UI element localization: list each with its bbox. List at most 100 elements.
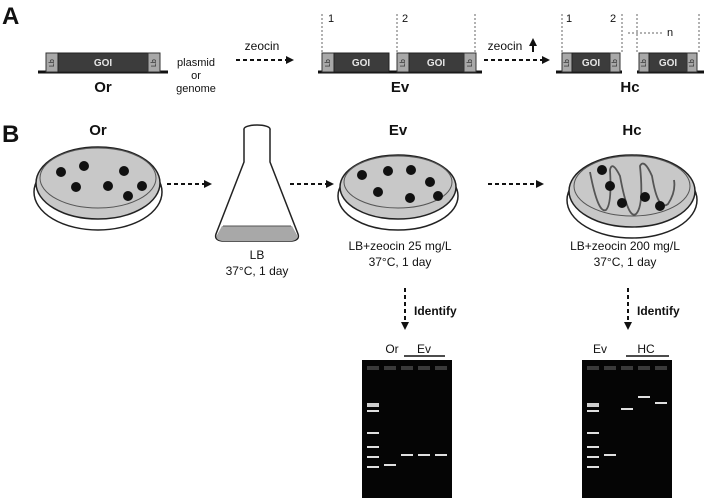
plasmid-text: plasmid [177, 57, 215, 69]
gel-band [367, 446, 379, 448]
gel-band [367, 432, 379, 434]
gel-band [384, 366, 396, 370]
ev-condition: 37°C, 1 day [369, 255, 432, 269]
colony-dot [617, 198, 627, 208]
ev-dish-label: Ev [389, 122, 408, 139]
gel-band [638, 366, 650, 370]
gel1-lane-label-ev: Ev [417, 342, 431, 356]
gel-band [587, 366, 599, 370]
gel-band [401, 454, 413, 456]
colony-dot [640, 192, 650, 202]
flask-medium: LB [250, 248, 265, 262]
gel-band [435, 454, 447, 456]
flank-label: Lb [49, 59, 56, 67]
gel-band [587, 432, 599, 434]
colony-dot [103, 181, 113, 191]
hc-label-a: Hc [620, 79, 639, 96]
copy-marker-2: 2 [610, 13, 616, 25]
gel2-lane-label-ev: Ev [593, 342, 607, 356]
colonies-or [56, 161, 147, 201]
genome-text: genome [176, 83, 216, 95]
colony-dot [433, 191, 443, 201]
flank-label: Lb [564, 59, 571, 67]
colony-dot [405, 193, 415, 203]
colony-dot [605, 181, 615, 191]
colony-dot [425, 177, 435, 187]
identify-label-ev: Identify [414, 304, 457, 318]
colony-dot [71, 182, 81, 192]
zeocin-up-label: zeocin [488, 39, 523, 53]
gel-band [384, 464, 396, 466]
colony-dot [79, 161, 89, 171]
gel-band [367, 366, 379, 370]
colonies-hc [597, 165, 665, 211]
gel-band [367, 466, 379, 468]
colony-dot [373, 187, 383, 197]
gel-band [621, 408, 633, 410]
colony-dot [383, 166, 393, 176]
colony-dot [357, 170, 367, 180]
flank-label: Lb [325, 59, 332, 67]
zeocin-label: zeocin [245, 39, 280, 53]
hc-condition: 37°C, 1 day [594, 255, 657, 269]
colony-dot [597, 165, 607, 175]
colony-dot [406, 165, 416, 175]
gel-band [367, 456, 379, 458]
flank-label: Lb [612, 59, 619, 67]
ev-construct: 1 2 Lb GOI Lb GOI Lb [318, 13, 482, 74]
or-text: or [191, 70, 201, 82]
colony-dot [655, 201, 665, 211]
goi-label: GOI [427, 58, 446, 69]
flank-label: Lb [151, 59, 158, 67]
copy-marker-1: 1 [566, 13, 572, 25]
flank-label: Lb [689, 59, 696, 67]
copy-marker-2: 2 [402, 13, 408, 25]
copy-marker-1: 1 [328, 13, 334, 25]
gel-band [401, 366, 413, 370]
goi-label: GOI [352, 58, 371, 69]
colony-dot [119, 166, 129, 176]
gel-2 [582, 360, 672, 498]
ev-label-a: Ev [391, 79, 410, 96]
copy-marker-n: n [667, 27, 673, 39]
petri-dish-hc [566, 154, 698, 239]
gel-band [418, 366, 430, 370]
ev-medium: LB+zeocin 25 mg/L [348, 239, 451, 253]
hc-medium: LB+zeocin 200 mg/L [570, 239, 680, 253]
gel-band [655, 366, 667, 370]
gel-band [587, 403, 599, 407]
gel-band [418, 454, 430, 456]
flask-condition: 37°C, 1 day [226, 264, 289, 278]
flank-label: Lb [467, 59, 474, 67]
gel-2-bands [587, 366, 667, 468]
colonies-ev [357, 165, 443, 203]
gel-band [655, 402, 667, 404]
gel-band [638, 396, 650, 398]
gel-band [435, 366, 447, 370]
or-label: Or [94, 79, 112, 96]
flank-box [147, 52, 161, 73]
colony-dot [123, 191, 133, 201]
gel-band [367, 403, 379, 407]
erlenmeyer-flask-icon [214, 124, 300, 242]
gel-band [367, 410, 379, 412]
gel-1 [362, 360, 452, 498]
gel-band [587, 456, 599, 458]
gel-band [604, 454, 616, 456]
identify-label-hc: Identify [637, 304, 680, 318]
petri-dish-or [33, 146, 163, 231]
gel-band [587, 410, 599, 412]
goi-label: GOI [659, 58, 678, 69]
gel-band [587, 446, 599, 448]
gel1-lane-label-or: Or [385, 342, 398, 356]
gel2-lane-label-hc: HC [637, 342, 655, 356]
or-dish-label: Or [89, 122, 107, 139]
flank-label: Lb [400, 59, 407, 67]
gel-band [604, 366, 616, 370]
colony-dot [137, 181, 147, 191]
goi-label: GOI [582, 58, 601, 69]
gel-1-bands [367, 366, 447, 468]
gel-band [587, 466, 599, 468]
or-construct: Lb GOI Lb [38, 52, 168, 74]
